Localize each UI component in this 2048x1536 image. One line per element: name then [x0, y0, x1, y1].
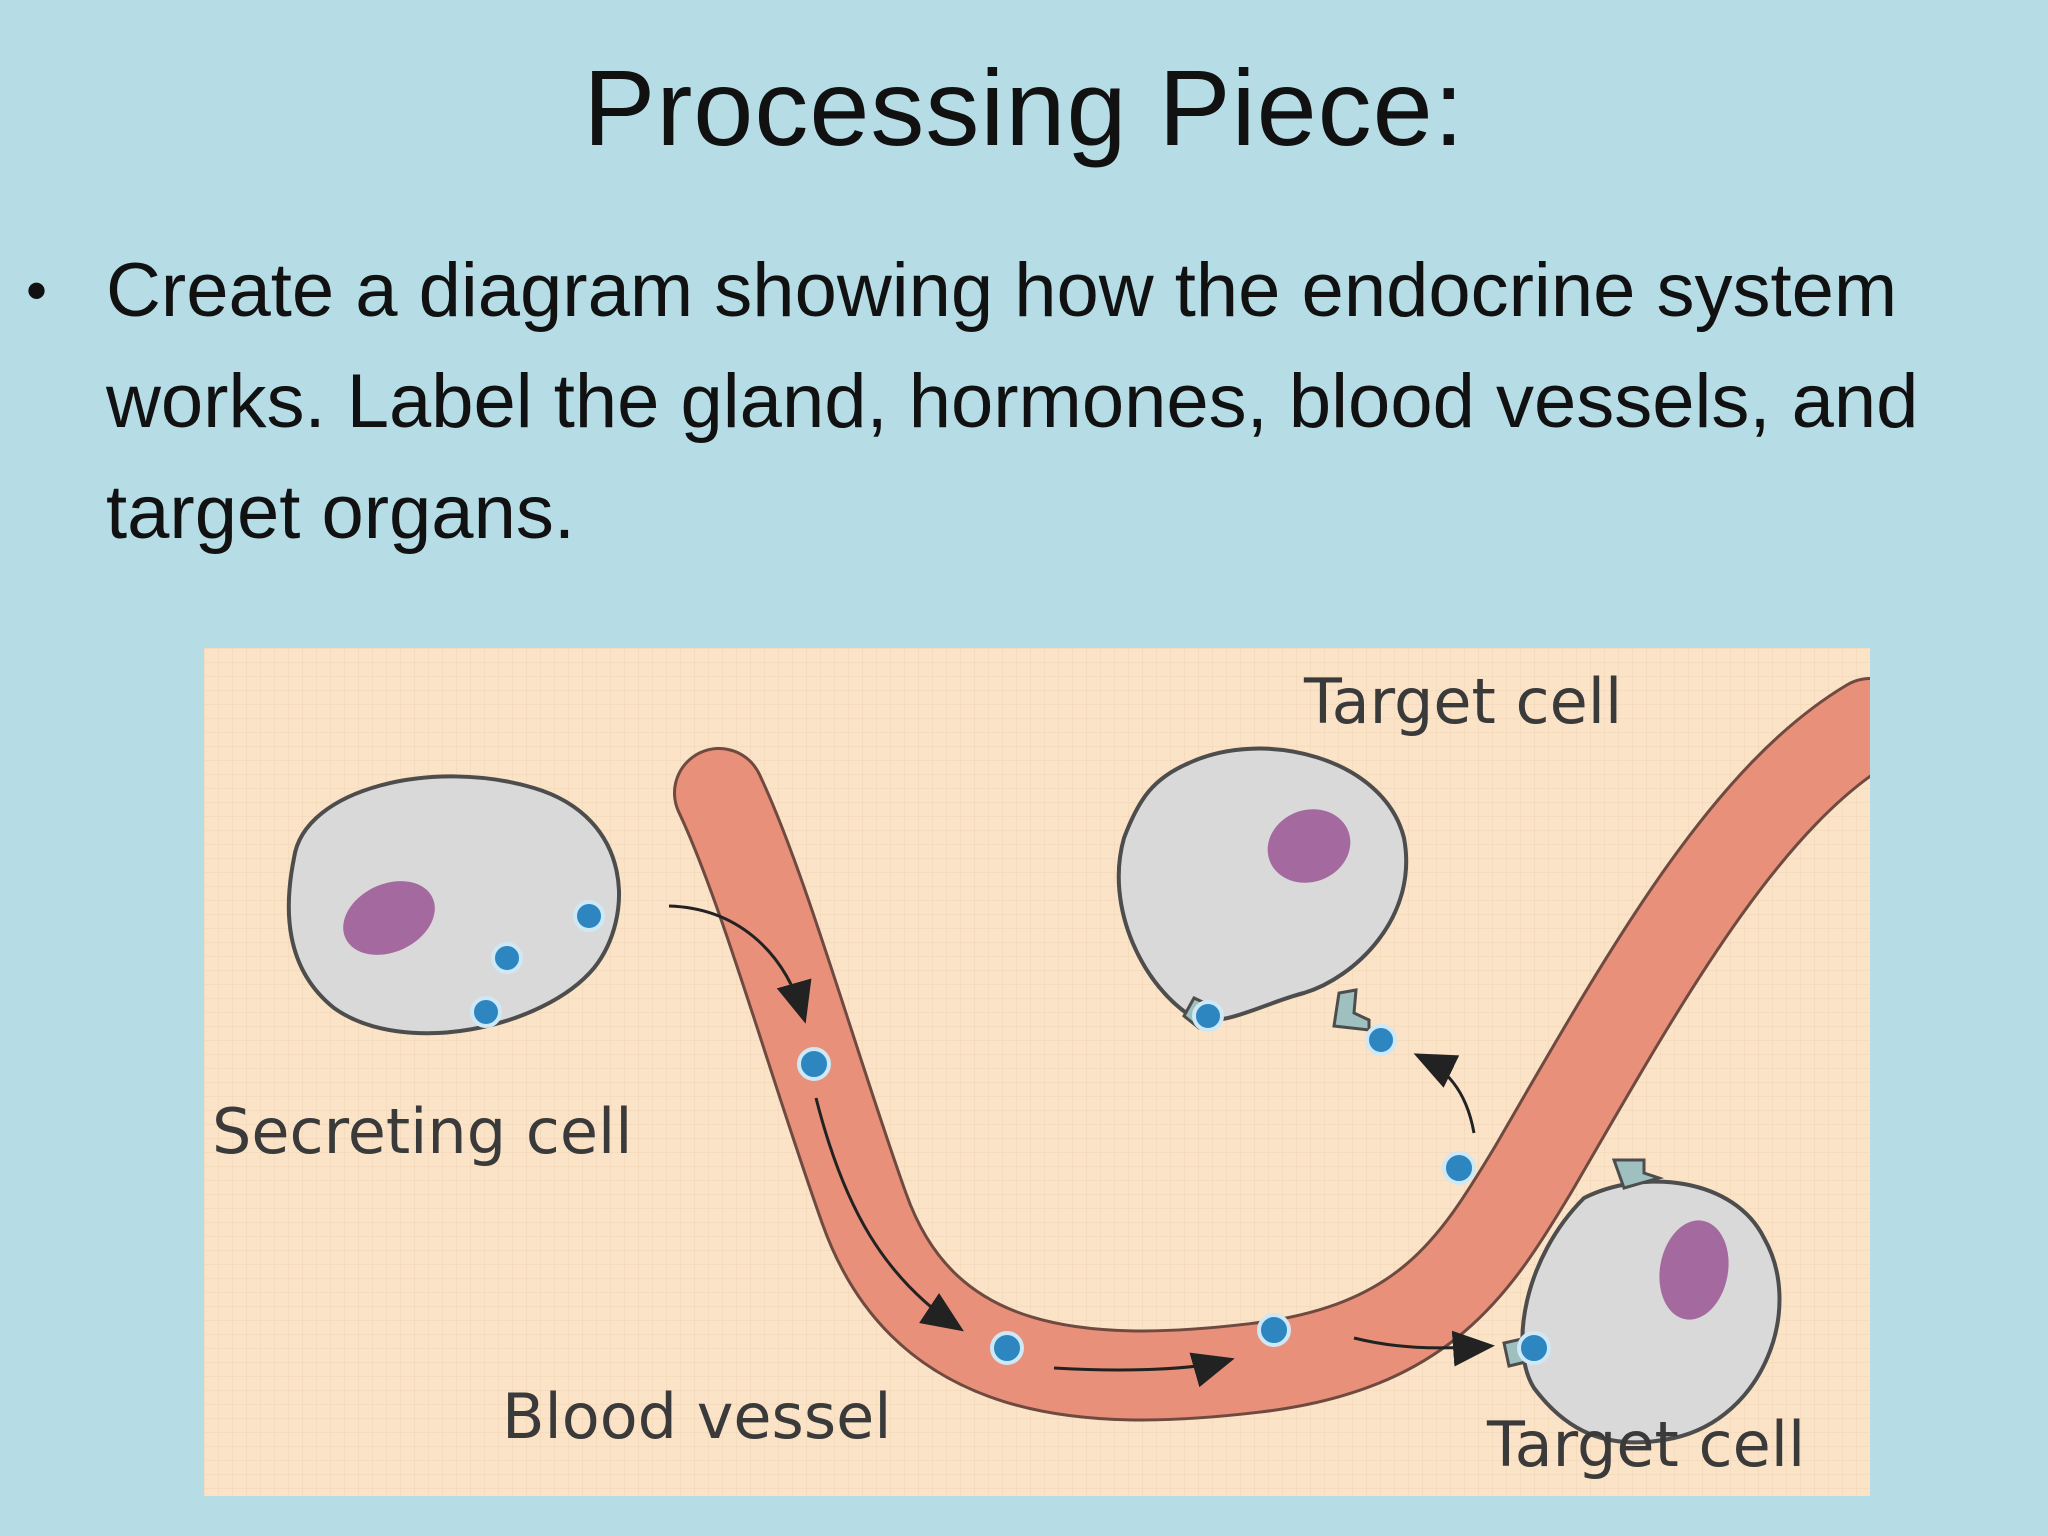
bullet-item: • Create a diagram showing how the endoc… [20, 235, 1980, 568]
hormone-in-vessel [1257, 1313, 1291, 1347]
secreting-cell-nucleus [343, 881, 435, 955]
blood-vessel-fill [676, 680, 1870, 1419]
label-target-cell-bottom: Target cell [1486, 1408, 1805, 1481]
hormone-bound [1517, 1331, 1551, 1365]
label-blood-vessel: Blood vessel [502, 1380, 892, 1453]
endocrine-diagram: Secreting cell Blood vessel Target cell … [204, 648, 1870, 1496]
receptor [1332, 988, 1371, 1032]
bullet-text: Create a diagram showing how the endocri… [106, 248, 1919, 555]
hormone-dot [470, 996, 502, 1028]
to-target-arrow-top [1413, 1053, 1476, 1134]
slide-title: Processing Piece: [583, 47, 1465, 168]
hormone-dot [491, 942, 523, 974]
hormone-bound [1365, 1024, 1397, 1056]
secreting-cell [286, 774, 621, 1036]
hormone-bound [1192, 1000, 1224, 1032]
flow-arrow-2 [1053, 1352, 1235, 1388]
hormone-in-vessel [990, 1331, 1024, 1365]
bullet-marker: • [26, 257, 48, 324]
flow-arrow-1 [814, 1097, 964, 1332]
hormone-in-vessel [1442, 1151, 1476, 1185]
label-secreting-cell: Secreting cell [212, 1095, 632, 1168]
secretion-arrow [668, 904, 812, 1024]
label-target-cell-top: Target cell [1303, 665, 1622, 738]
target-cell-bottom [1502, 1158, 1782, 1445]
hormone-dot [573, 900, 605, 932]
hormone-in-vessel [797, 1047, 831, 1081]
to-target-arrow-bottom [1353, 1330, 1495, 1367]
receptor [1611, 1158, 1665, 1190]
target-cell-bottom-nucleus [1659, 1220, 1729, 1320]
target-cell-top [1116, 746, 1408, 1056]
target-cell-top-nucleus [1267, 809, 1351, 883]
